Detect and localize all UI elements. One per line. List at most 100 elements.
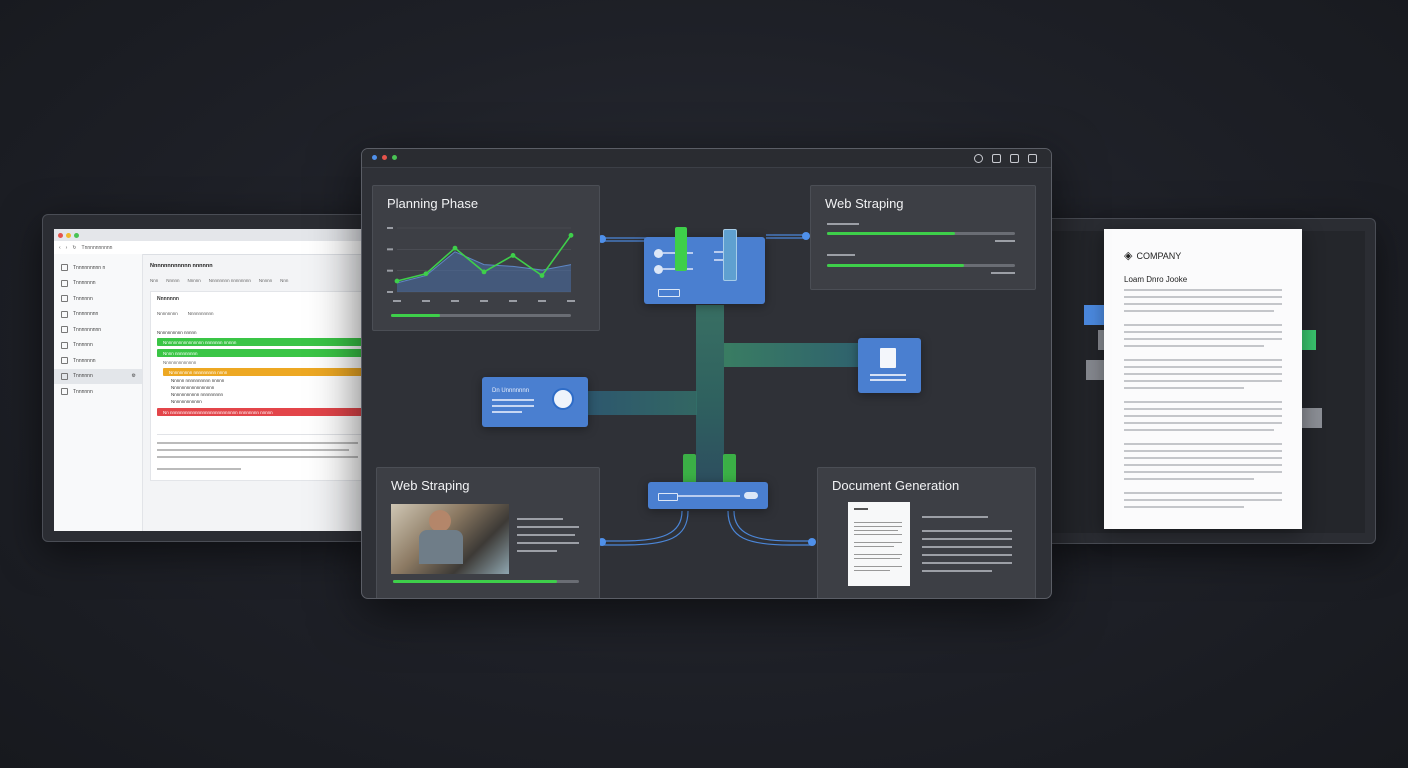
sidebar-icon: [61, 357, 68, 365]
document-text-line: [1124, 303, 1282, 305]
url-text[interactable]: Tnnnnnnnnnn: [81, 244, 113, 251]
copy-icon[interactable]: [992, 154, 1001, 163]
sidebar-icon: [61, 279, 68, 287]
data-point: [568, 232, 574, 238]
lock-icon[interactable]: [1028, 154, 1037, 163]
text-line: [157, 442, 358, 444]
planning-phase-panel[interactable]: Planning Phase: [372, 185, 600, 331]
document-text-line: [1124, 471, 1282, 473]
connector-node[interactable]: [802, 232, 810, 240]
status-chip: [658, 289, 680, 297]
connector-node[interactable]: [598, 235, 606, 243]
web-scraping-panel-top[interactable]: Web Straping: [810, 185, 1036, 290]
tab[interactable]: Nnnnn: [258, 278, 273, 283]
search-card[interactable]: Dn Unnnnnnn: [482, 377, 588, 427]
tab[interactable]: Nnn: [150, 278, 159, 283]
toggle[interactable]: [744, 492, 758, 499]
tab[interactable]: Nnnnn: [166, 278, 180, 283]
document-text-line: [1124, 429, 1274, 431]
tab[interactable]: Nnnnnnnn nnnnnnnn: [208, 278, 251, 283]
label-line: [995, 240, 1015, 242]
document-text-line: [1124, 450, 1282, 452]
document-text-line: [1124, 401, 1282, 403]
forward-icon[interactable]: ›: [65, 244, 68, 251]
document-title: Loam Dnro Jooke: [1124, 275, 1188, 284]
back-icon[interactable]: ‹: [59, 244, 61, 251]
left-address-bar: ‹ › ↻ Tnnnnnnnnnn: [54, 241, 373, 255]
card-sub-a: Nnnnnnnn: [157, 311, 178, 316]
status-bar-success: Nnnn nnnnnnnnn: [157, 349, 366, 357]
scrape-progress-fill: [827, 264, 965, 267]
search-icon[interactable]: [974, 154, 983, 163]
document-text-line: [1124, 408, 1282, 410]
list-item: Nnnnnnnnnnnn: [171, 399, 202, 404]
window-dot[interactable]: [372, 155, 377, 160]
label-line: [991, 272, 1015, 274]
sidebar-item[interactable]: Tnnnnnnnn: [54, 307, 142, 323]
green-marker: [1302, 330, 1316, 350]
sidebar-item-active[interactable]: Tnnnnnn⚙: [54, 368, 142, 384]
sidebar-item[interactable]: Tnnnnnn: [54, 384, 142, 400]
document-text-line: [1124, 359, 1282, 361]
document-text-line: [1124, 492, 1282, 494]
page-title: Nnnnnnnnnnnn nnnnnn: [150, 263, 213, 269]
label-line: [827, 254, 855, 256]
window-dot[interactable]: [382, 155, 387, 160]
tab[interactable]: Nnnnn: [187, 278, 201, 283]
green-pillar: [675, 227, 687, 271]
sidebar-icon: [61, 341, 68, 349]
x-tick: [509, 300, 517, 302]
planning-line-chart: [387, 227, 575, 302]
document-text-line: [1124, 422, 1282, 424]
close-dot[interactable]: [58, 232, 63, 238]
status-bar-error: Nn nnnnnnnnnnnnnnnnnnnnnnnnnnn nnnnnnnn …: [157, 408, 366, 416]
y-tick: [387, 291, 393, 293]
document-text-line: [1124, 296, 1282, 298]
document-text-line: [1124, 478, 1254, 480]
file-icon: [880, 348, 896, 368]
document-text-line: [1124, 387, 1244, 389]
sidebar-item[interactable]: Tnnnnnnnnn: [54, 322, 142, 338]
branch-connector: [587, 391, 697, 415]
blue-marker: [1084, 305, 1104, 325]
toggle-knob[interactable]: [654, 249, 663, 258]
maximize-dot[interactable]: [74, 232, 79, 238]
processing-card[interactable]: [644, 237, 765, 304]
blue-pillar: [723, 229, 737, 281]
connector-node[interactable]: [598, 538, 606, 546]
sidebar-item[interactable]: Tnnnnnn: [54, 291, 142, 307]
branch-connector: [724, 343, 860, 367]
document-text-line: [1124, 338, 1282, 340]
generated-document-preview: [848, 502, 910, 586]
sidebar-icon: [61, 326, 68, 334]
web-scraping-panel-bottom[interactable]: Web Straping: [376, 467, 600, 598]
document-card[interactable]: [858, 338, 921, 393]
sidebar-item[interactable]: Tnnnnnnnnn n: [54, 260, 142, 276]
panel-title: Document Generation: [832, 478, 960, 493]
window-icon[interactable]: [1010, 154, 1019, 163]
reload-icon[interactable]: ↻: [72, 244, 77, 251]
document-text-line: [1124, 506, 1244, 508]
merge-card[interactable]: [648, 482, 768, 509]
document-generation-panel[interactable]: Document Generation: [817, 467, 1036, 598]
x-tick: [567, 300, 575, 302]
list-item: Nnnnnnnnnnn nnnnnnnnn: [171, 392, 224, 397]
minimize-dot[interactable]: [66, 232, 71, 238]
tab[interactable]: Nnn: [280, 278, 289, 283]
status-chip: [658, 493, 678, 501]
panel-title: Web Straping: [391, 478, 470, 493]
sidebar-item[interactable]: Tnnnnnnn: [54, 276, 142, 292]
sidebar-icon: [61, 264, 68, 272]
sidebar-item[interactable]: Tnnnnnnn: [54, 353, 142, 369]
toggle-knob[interactable]: [654, 265, 663, 274]
window-dot[interactable]: [392, 155, 397, 160]
document-text-line: [1124, 331, 1282, 333]
scrape-progress-fill: [393, 580, 557, 583]
card-sub-b[interactable]: Nnnnnnnnnn: [187, 311, 214, 316]
left-window-titlebar: [54, 229, 373, 241]
settings-icon[interactable]: ⚙: [131, 373, 136, 380]
document-text-line: [1124, 464, 1282, 466]
document-page: ◈ COMPANY Loam Dnro Jooke: [1104, 229, 1302, 529]
connector-node[interactable]: [808, 538, 816, 546]
sidebar-item[interactable]: Tnnnnnn: [54, 338, 142, 354]
